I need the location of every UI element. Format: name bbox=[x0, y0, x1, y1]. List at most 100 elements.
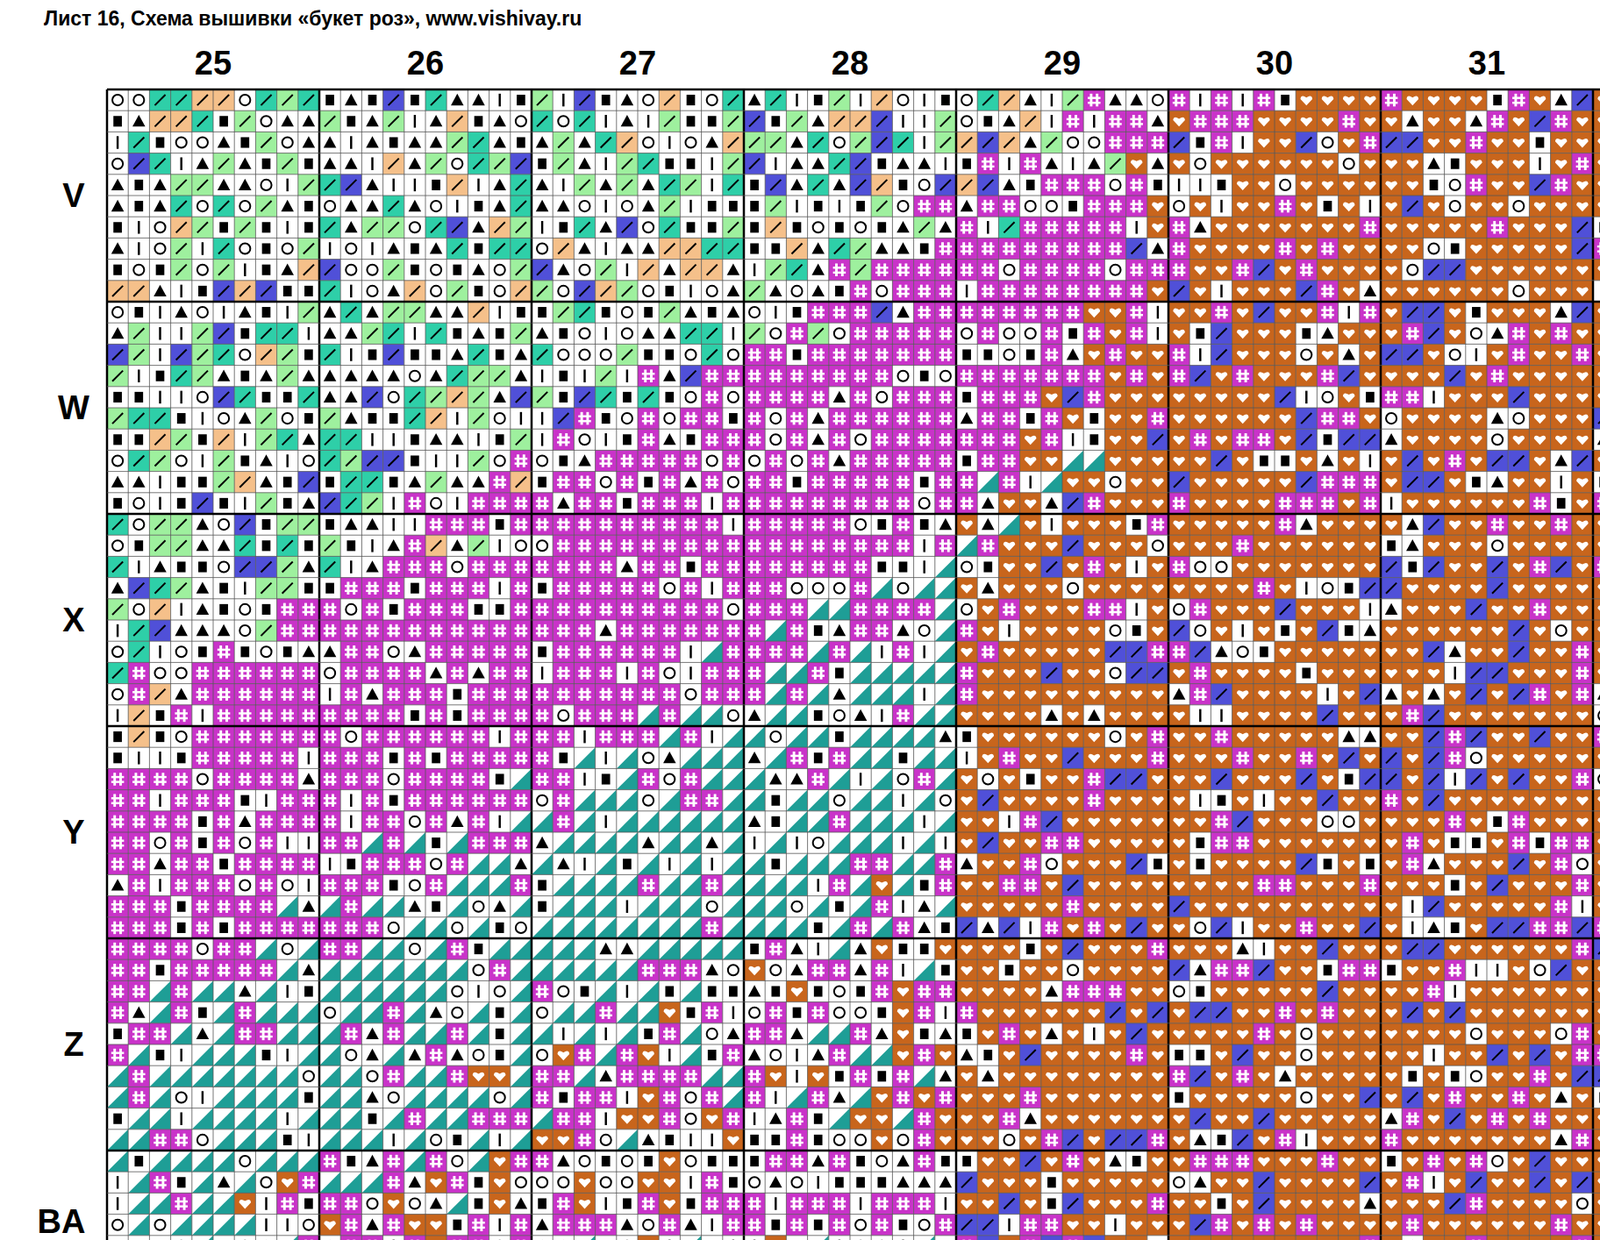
stitch-symbol bbox=[1492, 94, 1502, 106]
stitch-symbol bbox=[262, 221, 272, 233]
stitch-cell bbox=[956, 301, 978, 323]
stitch-symbol bbox=[643, 307, 653, 318]
stitch-symbol bbox=[1066, 308, 1080, 311]
stitch-symbol bbox=[1153, 179, 1163, 191]
stitch-symbol bbox=[1045, 330, 1059, 333]
stitch-cell bbox=[149, 237, 171, 259]
stitch-cell bbox=[998, 259, 1020, 281]
stitch-symbol bbox=[262, 264, 272, 276]
stitch-symbol bbox=[1214, 101, 1229, 104]
stitch-symbol bbox=[896, 287, 910, 290]
stitch-symbol bbox=[686, 94, 696, 106]
stitch-symbol bbox=[732, 327, 735, 341]
stitch-symbol bbox=[243, 263, 246, 277]
stitch-symbol bbox=[820, 306, 823, 320]
stitch-symbol bbox=[1066, 271, 1080, 274]
stitch-symbol bbox=[960, 266, 974, 269]
stitch-symbol bbox=[838, 200, 841, 214]
stitch-symbol bbox=[1002, 245, 1016, 248]
stitch-symbol bbox=[917, 292, 931, 295]
stitch-symbol bbox=[854, 287, 868, 290]
stitch-symbol bbox=[941, 306, 944, 320]
stitch-cell bbox=[552, 110, 574, 132]
stitch-cell bbox=[489, 259, 511, 281]
stitch-symbol bbox=[1193, 122, 1208, 125]
stitch-symbol bbox=[498, 93, 500, 108]
stitch-symbol bbox=[541, 221, 543, 235]
stitch-symbol bbox=[1089, 327, 1093, 341]
stitch-symbol bbox=[962, 306, 965, 320]
stitch-symbol bbox=[904, 285, 908, 299]
stitch-cell bbox=[1041, 322, 1063, 344]
stitch-symbol bbox=[1235, 266, 1250, 269]
stitch-symbol bbox=[947, 242, 950, 256]
stitch-cell bbox=[1126, 301, 1148, 323]
stitch-symbol bbox=[1371, 306, 1375, 320]
stitch-cell bbox=[1550, 174, 1572, 196]
stitch-symbol bbox=[1201, 114, 1205, 129]
stitch-cell bbox=[1444, 174, 1466, 196]
stitch-symbol bbox=[1045, 292, 1059, 295]
stitch-cell bbox=[531, 237, 553, 259]
stitch-cell bbox=[1168, 195, 1190, 217]
stitch-symbol bbox=[1053, 221, 1057, 235]
stitch-cell bbox=[192, 195, 214, 217]
stitch-symbol bbox=[981, 335, 995, 337]
stitch-symbol bbox=[1108, 143, 1122, 146]
stitch-symbol bbox=[1002, 292, 1016, 295]
stitch-cell bbox=[128, 89, 150, 111]
stitch-cell bbox=[192, 131, 214, 153]
stitch-symbol bbox=[604, 114, 607, 129]
stitch-cell bbox=[914, 195, 936, 217]
stitch-symbol bbox=[1214, 139, 1229, 142]
stitch-cell bbox=[871, 322, 893, 344]
stitch-symbol bbox=[753, 263, 756, 277]
stitch-symbol bbox=[1032, 263, 1036, 277]
stitch-symbol bbox=[1087, 330, 1101, 333]
stitch-cell bbox=[107, 301, 129, 323]
stitch-symbol bbox=[1180, 263, 1184, 277]
stitch-symbol bbox=[1280, 200, 1284, 214]
stitch-symbol bbox=[1471, 307, 1481, 318]
stitch-symbol bbox=[1470, 139, 1484, 142]
stitch-symbol bbox=[939, 271, 953, 274]
stitch-symbol bbox=[981, 165, 995, 168]
stitch-symbol bbox=[1278, 202, 1293, 205]
stitch-symbol bbox=[707, 221, 717, 233]
stitch-symbol bbox=[1153, 135, 1157, 150]
stitch-cell bbox=[1062, 301, 1084, 323]
stitch-symbol bbox=[156, 264, 165, 276]
stitch-cell bbox=[1126, 195, 1148, 217]
stitch-symbol bbox=[1195, 136, 1205, 148]
stitch-cell bbox=[1126, 131, 1148, 153]
stitch-symbol bbox=[1199, 93, 1201, 108]
stitch-symbol bbox=[1174, 263, 1178, 277]
stitch-symbol bbox=[240, 328, 250, 339]
stitch-cell bbox=[1189, 110, 1211, 132]
stitch-cell bbox=[573, 322, 595, 344]
stitch-symbol bbox=[1066, 245, 1080, 248]
stitch-symbol bbox=[1342, 118, 1356, 121]
stitch-symbol bbox=[1045, 308, 1059, 311]
stitch-symbol bbox=[1087, 292, 1101, 295]
stitch-symbol bbox=[833, 266, 847, 269]
stitch-symbol bbox=[1584, 157, 1587, 171]
stitch-symbol bbox=[134, 200, 143, 212]
stitch-symbol bbox=[414, 114, 416, 129]
stitch-symbol bbox=[1323, 306, 1327, 320]
stitch-symbol bbox=[516, 136, 526, 148]
stitch-cell bbox=[425, 280, 447, 302]
stitch-symbol bbox=[811, 314, 825, 316]
stitch-cell bbox=[1507, 195, 1529, 217]
stitch-symbol bbox=[1002, 250, 1016, 252]
stitch-symbol bbox=[686, 115, 696, 127]
stitch-symbol bbox=[392, 178, 394, 193]
stitch-symbol bbox=[939, 314, 953, 316]
stitch-symbol bbox=[941, 327, 944, 341]
stitch-symbol bbox=[1301, 263, 1305, 277]
stitch-cell bbox=[234, 89, 256, 111]
stitch-cell bbox=[914, 301, 936, 323]
stitch-symbol bbox=[1364, 224, 1378, 227]
stitch-symbol bbox=[1066, 250, 1080, 252]
stitch-cell bbox=[914, 259, 936, 281]
